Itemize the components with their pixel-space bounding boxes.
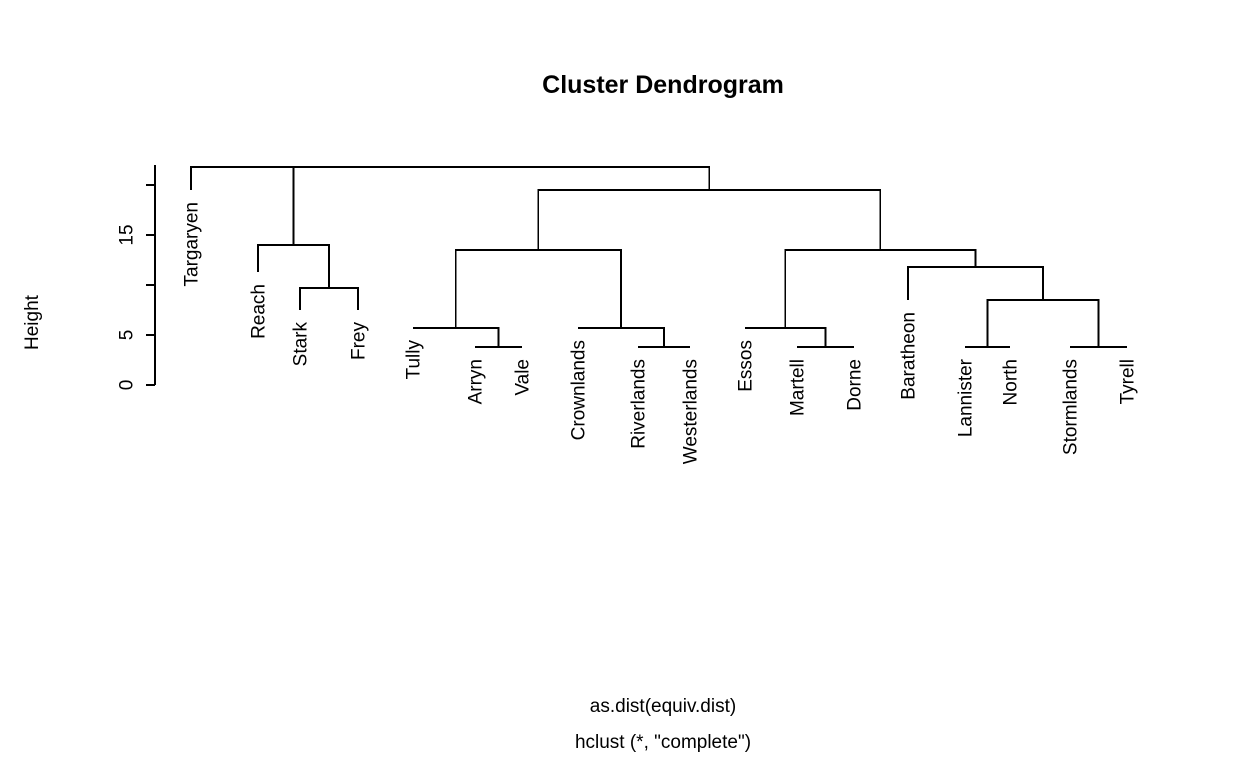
leaf-label: Baratheon: [899, 312, 920, 400]
dendrogram-merge-bracket: [578, 327, 665, 347]
dendrogram-merge-bracket: [242, 166, 711, 190]
leaf-label: Essos: [736, 340, 757, 392]
dendrogram-merge-bracket: [190, 166, 295, 245]
dendrogram-merge-bracket: [537, 189, 882, 250]
leaf-label: Dorne: [845, 359, 866, 411]
x-axis-caption-line1: as.dist(equiv.dist): [590, 696, 736, 717]
y-axis-tick-label: 15: [117, 224, 138, 245]
leaf-label: Tyrell: [1118, 359, 1139, 404]
leaf-label: Crownlands: [569, 340, 590, 440]
leaf-label: Arryn: [466, 359, 487, 404]
y-axis-tick-label: 5: [117, 330, 138, 341]
leaf-label: Stormlands: [1061, 359, 1082, 455]
leaf-label: North: [1001, 359, 1022, 405]
dendrogram-merge-bracket: [745, 327, 827, 347]
dendrogram-merge-bracket: [454, 249, 622, 328]
leaf-label: Vale: [513, 359, 534, 396]
y-axis: 0 5 15: [117, 165, 156, 390]
leaf-label: Riverlands: [629, 359, 650, 449]
y-axis-tick-label: 0: [117, 380, 138, 391]
dendrogram-merge-bracket: [784, 249, 977, 328]
dendrogram-merge-bracket: [299, 287, 359, 310]
page-title: Cluster Dendrogram: [542, 71, 784, 99]
leaf-label: Stark: [291, 322, 312, 367]
dendrogram-merge-bracket: [986, 299, 1100, 347]
leaf-label: Targaryen: [182, 202, 203, 287]
leaf-label: Westerlands: [681, 359, 702, 464]
y-axis-title: Height: [22, 294, 43, 350]
leaf-label: Reach: [249, 284, 270, 339]
dendrogram-merge-bracket: [907, 266, 1044, 300]
leaf-label: Martell: [788, 359, 809, 416]
leaf-label: Lannister: [956, 358, 977, 437]
dendrogram-merge-bracket: [257, 244, 330, 288]
dendrogram-merge-bracket: [413, 327, 500, 347]
x-axis-caption-line2: hclust (*, "complete"): [575, 732, 751, 753]
leaf-label: Tully: [404, 340, 425, 380]
dendrogram-lines: [190, 166, 1127, 348]
leaf-label: Frey: [349, 322, 370, 361]
